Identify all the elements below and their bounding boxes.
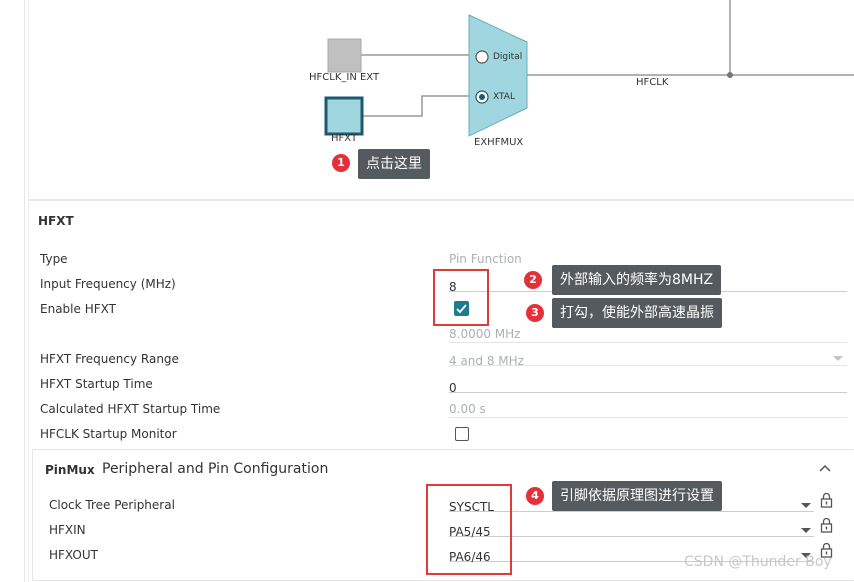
startup-monitor-checkbox[interactable] — [455, 427, 469, 441]
pinmux-row-label-hfxin: HFXIN — [49, 523, 86, 537]
chevron-down-icon — [801, 528, 811, 533]
hfxt-block — [324, 96, 364, 136]
frequency-range-label: HFXT Frequency Range — [40, 352, 179, 366]
pinmux-row-label-hfxout: HFXOUT — [49, 548, 98, 562]
annotation-callout-1: 点击这里 — [358, 149, 430, 179]
exhfmux-label: EXHFMUX — [474, 137, 524, 148]
hfxout-select[interactable]: PA6/46 — [449, 546, 814, 564]
chevron-down-icon — [801, 503, 811, 508]
lock-icon[interactable] — [820, 492, 833, 508]
exhfmux-shape — [468, 14, 528, 137]
hfxin-value: PA5/45 — [449, 525, 491, 539]
startup-time-field[interactable]: 0 — [449, 377, 847, 395]
chevron-down-icon — [801, 553, 811, 558]
annotation-callout-2: 外部输入的频率为8MHZ — [552, 265, 722, 295]
chevron-down-icon — [833, 356, 843, 361]
enable-hfxt-checkbox[interactable] — [454, 301, 469, 316]
section-title: HFXT — [38, 214, 74, 228]
clock-tree-peripheral-value: SYSCTL — [449, 500, 494, 514]
clock-tree-peripheral-select[interactable]: SYSCTL — [449, 496, 814, 514]
section-separator — [29, 199, 854, 201]
highlight-pinmux-values — [426, 484, 512, 575]
watermark: CSDN @Thunder Boy — [684, 554, 832, 570]
pinmux-row-label-clock-tree: Clock Tree Peripheral — [49, 498, 175, 512]
input-frequency-label: Input Frequency (MHz) — [40, 277, 176, 291]
type-value: Pin Function — [449, 252, 522, 266]
calc-startup-time-label: Calculated HFXT Startup Time — [40, 402, 221, 416]
type-label: Type — [40, 252, 68, 266]
hfclk-in-ext-label: HFCLK_IN EXT — [309, 72, 380, 83]
highlight-frequency-enable — [433, 269, 489, 326]
startup-monitor-label: HFCLK Startup Monitor — [40, 427, 177, 441]
pinmux-panel — [32, 449, 854, 581]
pinmux-badge: PinMux — [45, 463, 95, 477]
startup-time-value: 0 — [449, 381, 457, 395]
mux-digital-radio — [475, 50, 489, 64]
lock-icon[interactable] — [820, 542, 833, 558]
hfclk-label: HFCLK — [636, 77, 669, 88]
clock-diagram — [324, 0, 854, 137]
frequency-range-select[interactable]: 4 and 8 MHz — [449, 350, 847, 368]
annotation-callout-3: 打勾，使能外部高速晶振 — [552, 298, 722, 328]
lock-icon[interactable] — [820, 517, 833, 533]
hfxt-diagram-label: HFXT — [331, 133, 358, 144]
mux-digital-label: Digital — [493, 52, 523, 62]
mux-xtal-label: XTAL — [493, 92, 515, 102]
hfxin-select[interactable]: PA5/45 — [449, 521, 814, 539]
computed-frequency: 8.0000 MHz — [449, 327, 847, 343]
hfxout-value: PA6/46 — [449, 550, 491, 564]
hfclk-in-ext-block — [327, 38, 362, 73]
frequency-range-value: 4 and 8 MHz — [449, 354, 524, 368]
input-frequency-value: 8 — [449, 280, 457, 294]
annotation-badge-2: 2 — [524, 271, 542, 289]
calc-startup-time-value: 0.00 s — [449, 402, 847, 418]
startup-time-label: HFXT Startup Time — [40, 377, 153, 391]
annotation-badge-4: 4 — [526, 487, 544, 505]
checkmark-icon — [456, 304, 467, 314]
left-border — [24, 0, 25, 582]
annotation-callout-4: 引脚依据原理图进行设置 — [552, 481, 722, 511]
annotation-badge-3: 3 — [526, 304, 544, 322]
enable-hfxt-label: Enable HFXT — [40, 302, 116, 316]
left-border-inner — [28, 0, 29, 582]
annotation-badge-1: 1 — [332, 154, 350, 172]
pinmux-title: Peripheral and Pin Configuration — [102, 461, 329, 477]
collapse-chevron-up-icon[interactable] — [818, 463, 832, 473]
